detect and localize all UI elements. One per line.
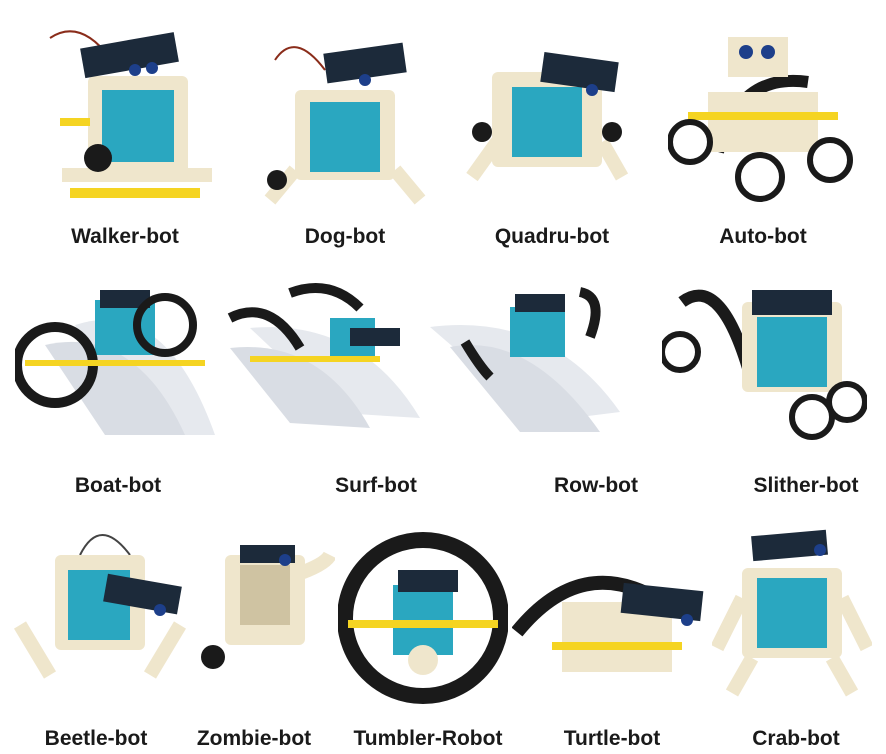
- beetle-bot-image: [10, 515, 190, 690]
- quadru-bot-image: [462, 32, 642, 202]
- zombie-bot-image: [195, 525, 335, 675]
- boat-bot-image: [15, 285, 220, 445]
- dog-bot-image: [255, 30, 435, 210]
- slither-bot-image: [662, 262, 867, 452]
- label-crab-bot: Crab-bot: [752, 727, 840, 750]
- crab-bot-image: [712, 518, 872, 703]
- surf-bot-image: [210, 278, 425, 443]
- label-turtle-bot: Turtle-bot: [563, 727, 661, 750]
- auto-bot-image: [668, 32, 858, 207]
- label-dog-bot: Dog-bot: [304, 225, 386, 248]
- label-boat-bot: Boat-bot: [74, 474, 162, 497]
- label-auto-bot: Auto-bot: [719, 225, 807, 248]
- turtle-bot-image: [512, 542, 707, 692]
- label-row-bot: Row-bot: [554, 474, 638, 497]
- label-zombie-bot: Zombie-bot: [196, 727, 312, 750]
- label-quadru-bot: Quadru-bot: [494, 225, 610, 248]
- label-tumbler-robot: Tumbler-Robot: [353, 727, 503, 750]
- row-bot-image: [430, 282, 630, 440]
- tumbler-robot-image: [338, 530, 508, 705]
- label-surf-bot: Surf-bot: [335, 474, 417, 497]
- walker-bot-image: [40, 18, 230, 218]
- label-beetle-bot: Beetle-bot: [44, 727, 148, 750]
- label-slither-bot: Slither-bot: [753, 474, 859, 497]
- label-walker-bot: Walker-bot: [71, 225, 179, 248]
